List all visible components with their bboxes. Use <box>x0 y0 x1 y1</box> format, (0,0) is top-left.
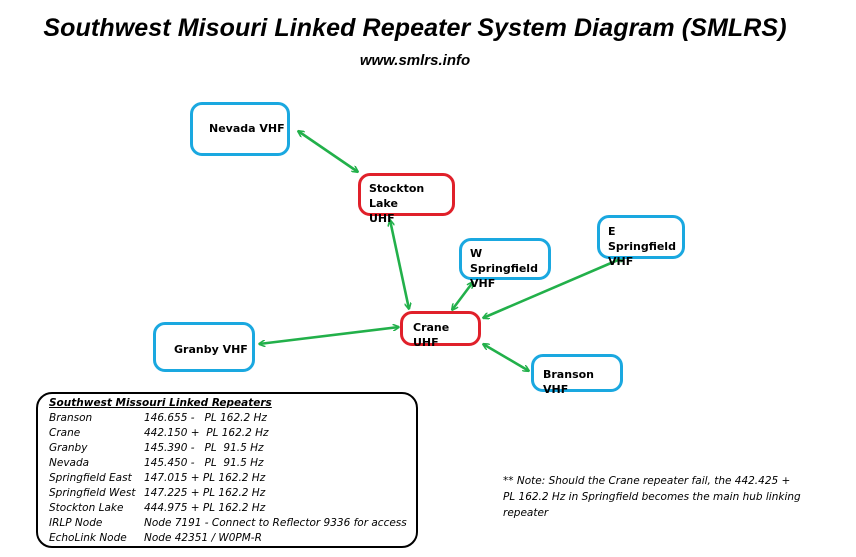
link-granby-crane <box>259 327 399 344</box>
repeater-detail: Node 42351 / W0PM-R <box>144 532 262 544</box>
repeater-row: EchoLink Node Node 42351 / W0PM-R <box>49 531 416 546</box>
repeater-rows: Branson 146.655 - PL 162.2 Hz Crane 442.150… <box>49 411 416 546</box>
repeater-location: Crane <box>49 427 81 439</box>
repeater-row: Granby 145.390 - PL 91.5 Hz <box>49 441 416 456</box>
repeater-detail: 147.225 + PL 162.2 Hz <box>144 487 266 499</box>
repeater-table-title: Southwest Missouri Linked Repeaters <box>49 397 272 409</box>
node-crane-uhf: Crane UHF <box>400 311 481 349</box>
repeater-location: EchoLink Node <box>49 532 127 544</box>
diagram-title: Southwest Misouri Linked Repeater System… <box>43 14 787 42</box>
repeater-location: IRLP Node <box>49 517 103 529</box>
website-url: www.smlrs.info <box>359 52 471 69</box>
repeater-location: Nevada <box>49 457 90 469</box>
link-stockton-crane <box>390 220 409 309</box>
link-wspring-crane <box>452 282 473 310</box>
link-branson-crane <box>483 344 529 371</box>
link-espring-crane <box>483 257 625 318</box>
repeater-detail: 444.975 + PL 162.2 Hz <box>144 502 266 514</box>
node-branson-vhf: Branson VHF <box>531 354 623 396</box>
repeater-location: Springfield West <box>49 487 136 499</box>
repeater-row: Nevada 145.450 - PL 91.5 Hz <box>49 456 416 471</box>
node-e-springfield-vhf: E Springfield VHF <box>597 215 685 268</box>
node-stockton-lake-uhf: Stockton Lake UHF <box>358 173 455 225</box>
repeater-location: Branson <box>49 412 93 424</box>
repeater-detail: 145.390 - PL 91.5 Hz <box>144 442 264 454</box>
repeater-detail: Node 7191 - Connect to Reflector 9336 fo… <box>144 517 407 529</box>
node-nevada-vhf: Nevada VHF <box>190 102 290 156</box>
repeater-detail: 145.450 - PL 91.5 Hz <box>144 457 264 469</box>
repeater-row: Branson 146.655 - PL 162.2 Hz <box>49 411 416 426</box>
repeater-detail: 442.150 + PL 162.2 Hz <box>144 427 269 439</box>
repeater-detail: 147.015 + PL 162.2 Hz <box>144 472 266 484</box>
repeater-row: Stockton Lake 444.975 + PL 162.2 Hz <box>49 501 416 516</box>
repeater-detail: 146.655 - PL 162.2 Hz <box>144 412 267 424</box>
repeater-location: Stockton Lake <box>49 502 124 514</box>
crane-failover-note: ** Note: Should the Crane repeater fail,… <box>503 475 801 519</box>
repeater-row: Crane 442.150 + PL 162.2 Hz <box>49 426 416 441</box>
repeater-row: Springfield West 147.225 + PL 162.2 Hz <box>49 486 416 501</box>
node-w-springfield-vhf: W Springfield VHF <box>459 238 551 290</box>
repeater-row: Springfield East 147.015 + PL 162.2 Hz <box>49 471 416 486</box>
link-nevada-stockton <box>298 131 358 172</box>
repeater-location: Granby <box>49 442 88 454</box>
repeater-location: Springfield East <box>49 472 132 484</box>
node-granby-vhf: Granby VHF <box>153 322 255 372</box>
repeater-row: IRLP Node Node 7191 - Connect to Reflecto… <box>49 516 416 531</box>
repeater-table: Southwest Missouri Linked Repeaters Bran… <box>36 392 418 548</box>
